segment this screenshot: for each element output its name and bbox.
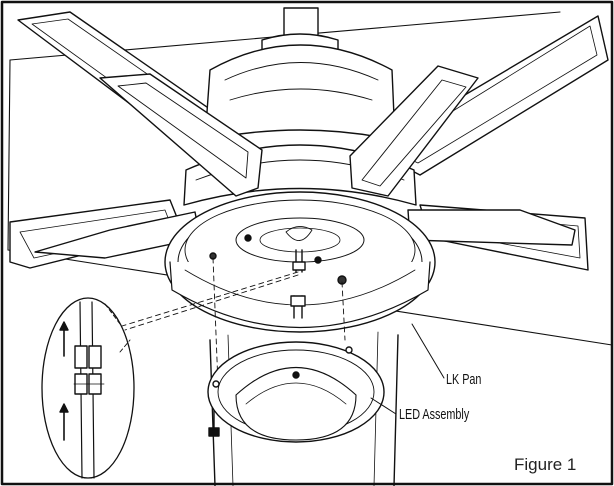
lk-pan-label: LK Pan	[446, 371, 482, 388]
blade-irons	[34, 65, 576, 259]
lk-pan-leader	[411, 323, 445, 379]
led-assembly-label: LED Assembly	[399, 406, 470, 423]
led-assembly	[207, 341, 385, 443]
figure-caption: Figure 1	[514, 455, 577, 474]
mounting-plate	[209, 217, 365, 319]
alignment-guides	[121, 257, 346, 386]
wire-connector-inset	[41, 297, 135, 479]
callout-leaders	[370, 323, 445, 415]
arrow-up-icon	[59, 403, 69, 441]
led-assembly-leader	[370, 397, 397, 415]
blade-iron-upper-left	[99, 73, 263, 197]
arrow-down-icon	[59, 321, 69, 357]
